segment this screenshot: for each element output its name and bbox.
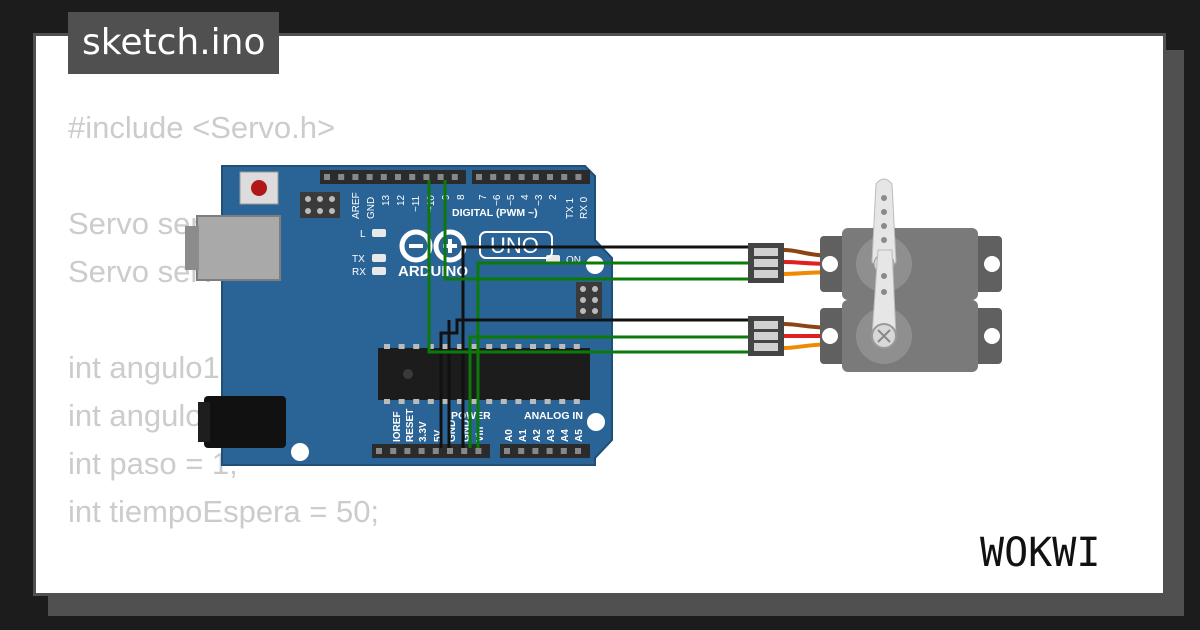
power-jack-edge xyxy=(198,402,210,442)
pin-label: ~6 xyxy=(492,194,503,206)
pin-label: ~10 xyxy=(426,195,437,212)
reset-button[interactable] xyxy=(239,171,279,205)
usb-port xyxy=(196,215,281,281)
mount-hole xyxy=(291,443,309,461)
pin-label: 2 xyxy=(548,194,559,200)
code-line: void setup() { xyxy=(68,586,379,593)
wokwi-logo-text: WOKWI xyxy=(980,530,1100,576)
pin-label: 4 xyxy=(520,194,531,200)
pin-label: 3.3V xyxy=(418,421,429,442)
brand-label: ARDUINO xyxy=(398,263,468,280)
pin-label: A0 xyxy=(504,429,515,442)
usb-port-edge xyxy=(185,226,199,270)
servo-motor-1[interactable] xyxy=(820,228,1002,300)
led-tx-icon xyxy=(372,254,386,262)
pin-label: ~11 xyxy=(411,195,422,212)
pin-label: Vin xyxy=(475,427,486,442)
wire-servo1-gnd-top xyxy=(461,245,752,448)
wire-servo1-vcc xyxy=(476,261,752,448)
wokwi-logo: WOKWI xyxy=(980,530,1100,576)
mount-hole xyxy=(586,256,604,274)
model-badge xyxy=(479,231,553,259)
pin-label: 5V xyxy=(433,429,444,442)
bottom-headers xyxy=(372,444,590,458)
pin-label: GND xyxy=(447,420,458,442)
led-label-l: L xyxy=(360,229,366,240)
pin-label: 8 xyxy=(456,194,467,200)
filename-tab: sketch.ino xyxy=(68,12,280,74)
wire-servo2-signal xyxy=(427,180,752,354)
pin-label: GND xyxy=(461,420,472,442)
code-line: int paso = 1; xyxy=(68,446,238,481)
pin-label: A2 xyxy=(532,429,543,442)
analog-pin-labels: A0 A1 A2 A3 A4 A5 xyxy=(504,429,585,442)
led-l-icon xyxy=(372,229,386,237)
pin-label: A3 xyxy=(546,429,557,442)
pin-label: IOREF xyxy=(392,411,403,442)
pin-label: AREF xyxy=(351,192,362,219)
pin-label: ~5 xyxy=(506,194,517,206)
servo1-connector[interactable] xyxy=(748,243,784,283)
pin-label: TX 1 xyxy=(565,197,576,219)
servo-horn-2[interactable] xyxy=(871,249,897,349)
arduino-uno-board[interactable]: AREF GND 13 12 ~11 ~10 ~9 8 7 ~6 ~5 4 ~3… xyxy=(185,165,613,466)
mount-hole xyxy=(587,413,605,431)
power-pin-labels: IOREF RESET 3.3V 5V GND GND Vin xyxy=(392,409,486,442)
pin-label: A4 xyxy=(560,429,571,442)
power-jack xyxy=(204,396,286,448)
led-label-on: ON xyxy=(566,255,581,266)
wires xyxy=(427,180,752,448)
code-line: int tiempoEspera = 50; xyxy=(68,494,380,529)
digital-header-label: DIGITAL (PWM ~) xyxy=(452,207,538,219)
led-label-tx: TX xyxy=(352,254,365,265)
wire-servo2-gnd xyxy=(439,318,752,448)
led-label-rx: RX xyxy=(352,267,366,278)
pin-label: 12 xyxy=(396,194,407,206)
code-line: #include <Servo.h> xyxy=(68,110,336,145)
pin-label: GND xyxy=(366,197,377,219)
pin-label: RX 0 xyxy=(579,196,590,219)
wire-servo1-signal xyxy=(443,180,752,281)
pin-label: A5 xyxy=(574,429,585,442)
pin-label: A1 xyxy=(518,429,529,442)
analog-header-label: ANALOG IN xyxy=(524,410,583,422)
icsp-header-2 xyxy=(576,282,602,318)
pin-label: ~3 xyxy=(534,194,545,206)
pin-label: 7 xyxy=(478,194,489,200)
icsp-header xyxy=(300,192,340,218)
pin-label: RESET xyxy=(405,409,416,442)
digital-header xyxy=(320,170,590,184)
wire-servo2-vcc xyxy=(468,335,752,448)
pin-label: 13 xyxy=(381,194,392,206)
atmega-chip xyxy=(378,344,590,404)
servo-motor-2[interactable] xyxy=(820,300,1002,372)
servo2-connector[interactable] xyxy=(748,316,784,356)
led-rx-icon xyxy=(372,267,386,275)
